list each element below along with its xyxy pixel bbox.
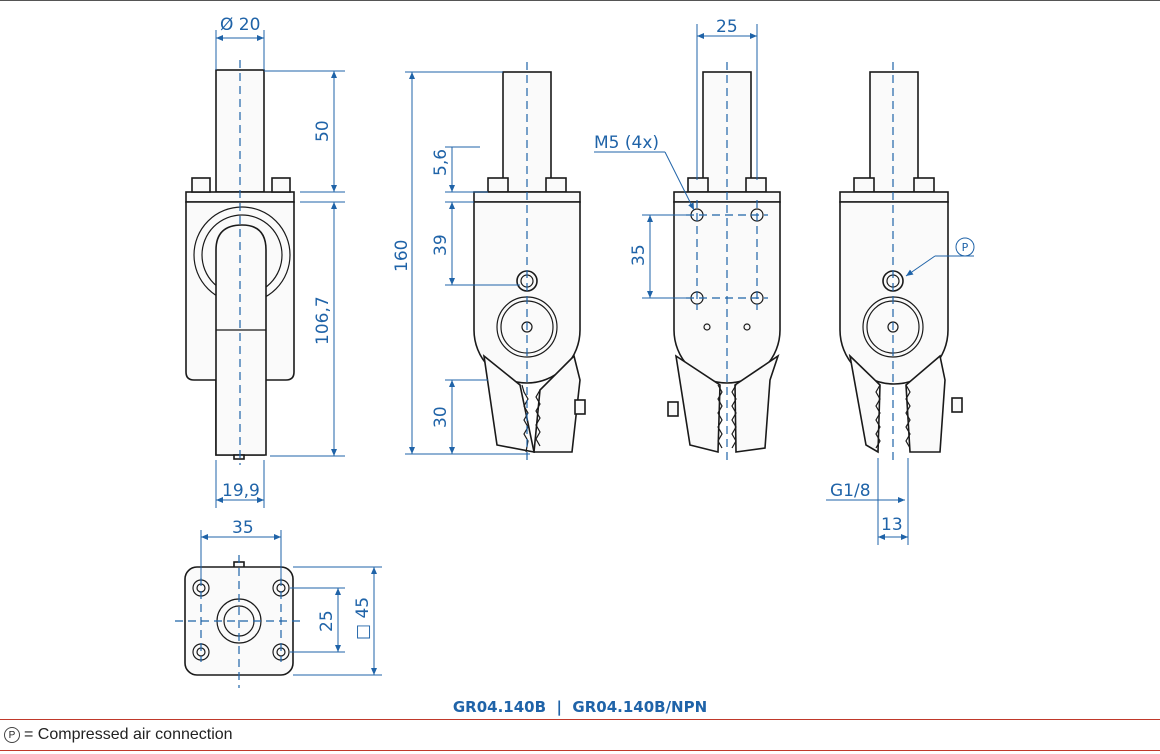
bottom-rule	[0, 750, 1160, 751]
dim-width-13: 13	[881, 515, 903, 535]
front-view-dimensions: 160 5,6 39 30	[392, 71, 530, 455]
technical-drawing: Ø 20 50 106,7 19,9 16	[175, 15, 975, 717]
section-view-dimensions: P G1/8 13	[826, 237, 975, 545]
dim-thread-m5: M5 (4x)	[594, 133, 659, 153]
dim-spacing-35: 35	[629, 244, 649, 266]
dim-base-35: 35	[232, 518, 254, 538]
dim-offset-39: 39	[431, 234, 451, 256]
legend-text: = Compressed air connection	[24, 726, 233, 743]
model-label: GR04.140B | GR04.140B/NPN	[453, 698, 707, 717]
base-plate-view	[175, 555, 303, 688]
dim-offset-30: 30	[431, 406, 451, 428]
rear-view-dimensions: 25 M5 (4x) 35	[594, 17, 758, 299]
dim-offset-5-6: 5,6	[431, 149, 451, 176]
side-view	[185, 60, 295, 465]
front-view	[473, 62, 586, 460]
dim-width-25: 25	[716, 17, 738, 37]
dim-base-25: 25	[317, 610, 337, 632]
side-view-dimensions: Ø 20 50 106,7 19,9	[215, 15, 345, 508]
dim-total-160: 160	[392, 240, 412, 272]
dim-thread-g18: G1/8	[830, 481, 871, 501]
pressure-symbol: P	[962, 241, 969, 254]
dim-diameter-top: Ø 20	[220, 15, 260, 35]
rear-view	[667, 62, 781, 465]
footer-rule	[0, 719, 1160, 720]
pressure-legend-icon: P	[4, 727, 20, 743]
legend: P = Compressed air connection	[4, 726, 233, 744]
dim-base-45: □ 45	[353, 597, 373, 640]
dim-height-106-7: 106,7	[313, 296, 333, 345]
section-view	[839, 62, 963, 465]
dim-width-19-9: 19,9	[222, 481, 260, 501]
base-plate-dimensions: 35 25 □ 45	[200, 518, 382, 676]
dim-height-50: 50	[313, 120, 333, 142]
top-border	[0, 0, 1160, 1]
